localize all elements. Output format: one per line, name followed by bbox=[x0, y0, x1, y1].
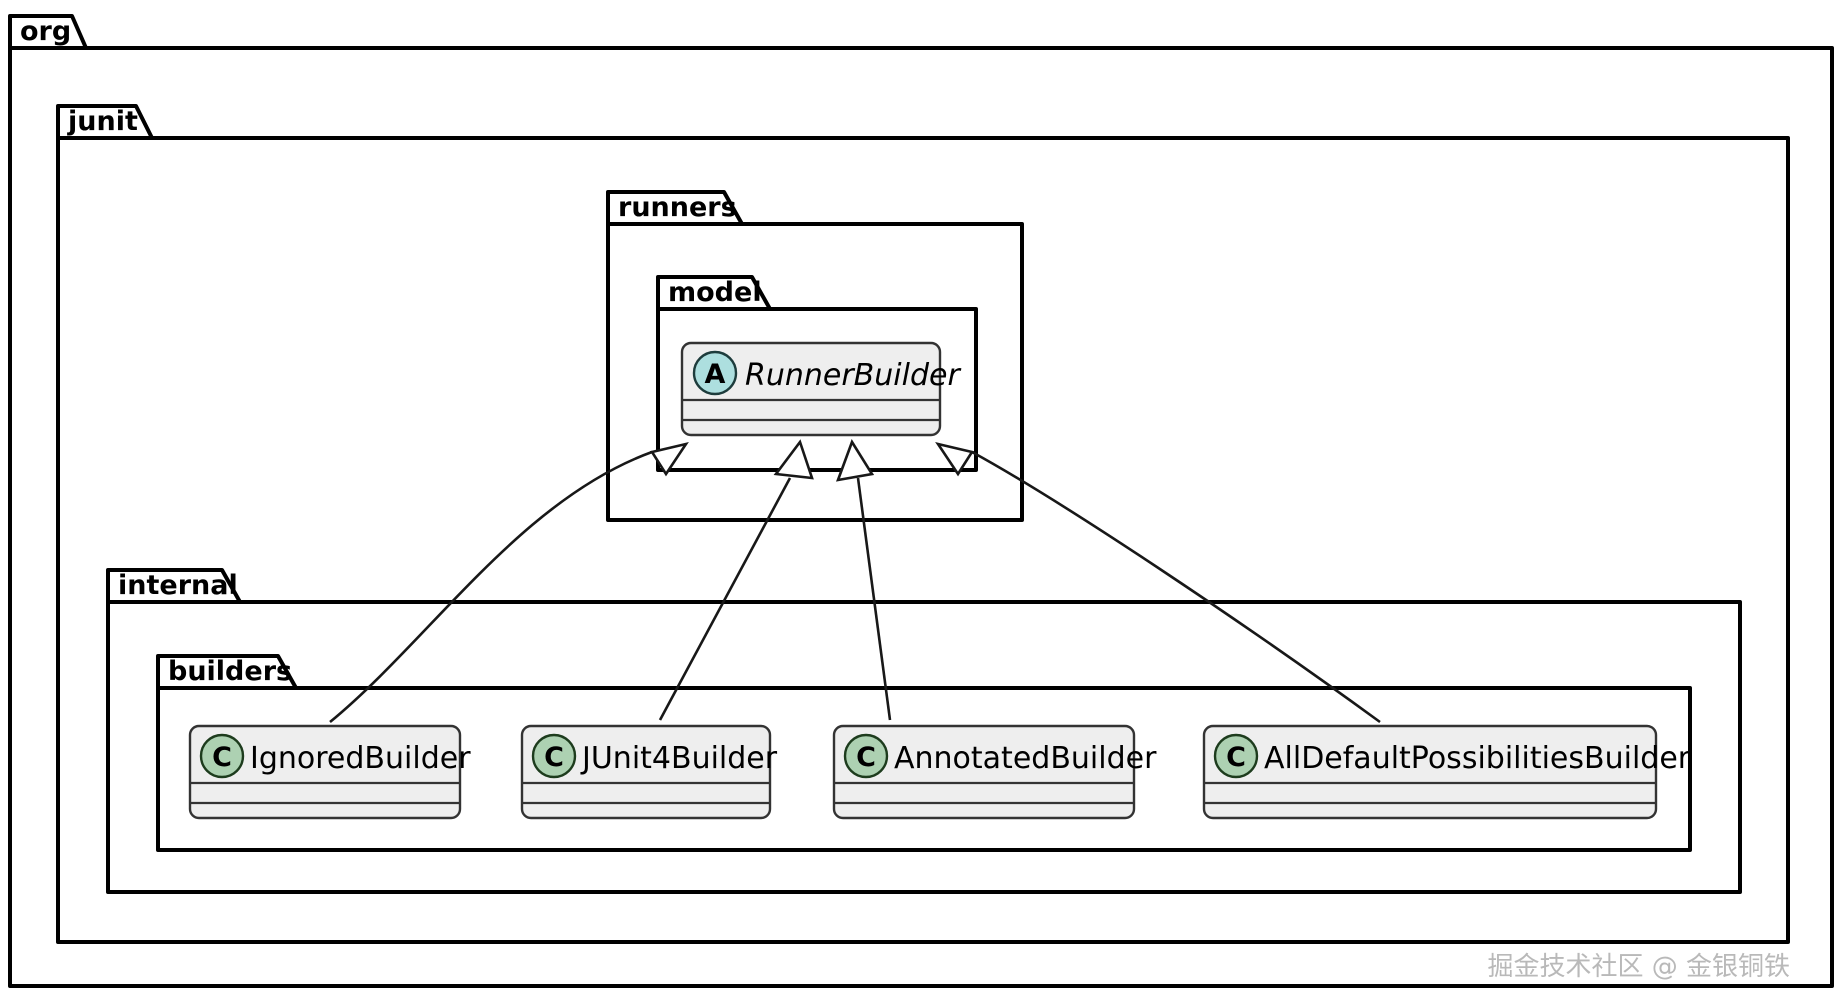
class-runner-builder-name: RunnerBuilder bbox=[745, 358, 961, 393]
class-annotated-builder-box bbox=[832, 724, 1136, 820]
class-badge-letter: C bbox=[856, 742, 876, 773]
class-annotated-builder[interactable]: C AnnotatedBuilder bbox=[832, 724, 1157, 820]
generalization-junit4-builder-line bbox=[658, 477, 792, 721]
watermark-label: 掘金技术社区 @ 金银铜铁 bbox=[1487, 952, 1790, 982]
abstract-class-badge-letter: A bbox=[705, 359, 726, 390]
generalization-all-default-builder-line bbox=[971, 450, 1381, 724]
package-model-label: model bbox=[668, 277, 762, 308]
package-junit-label: junit bbox=[67, 106, 138, 137]
class-ignored-builder-box bbox=[188, 724, 462, 820]
generalization-ignored-builder-line bbox=[329, 450, 653, 724]
package-runners-label: runners bbox=[618, 192, 737, 223]
generalization-all-default-builder-arrowhead bbox=[935, 441, 975, 477]
class-all-default-possibilities-builder-box bbox=[1202, 724, 1658, 820]
class-badge-letter: C bbox=[1226, 742, 1246, 773]
class-runner-builder[interactable]: A RunnerBuilder bbox=[680, 341, 961, 437]
class-junit4-builder-name: JUnit4Builder bbox=[580, 741, 778, 776]
class-ignored-builder-name: IgnoredBuilder bbox=[250, 741, 471, 776]
class-badge-icon bbox=[199, 733, 245, 779]
package-org-label: org bbox=[20, 16, 71, 47]
package-internal-label: internal bbox=[118, 570, 238, 601]
generalization-junit4-builder-arrowhead bbox=[773, 439, 814, 480]
generalization-annotated-builder-line bbox=[856, 477, 892, 721]
class-badge-letter: C bbox=[212, 742, 232, 773]
class-ignored-builder[interactable]: C IgnoredBuilder bbox=[188, 724, 471, 820]
generalization-ignored-builder-arrowhead bbox=[649, 441, 689, 477]
class-badge-icon bbox=[1213, 733, 1259, 779]
class-junit4-builder[interactable]: C JUnit4Builder bbox=[520, 724, 778, 820]
class-junit4-builder-box bbox=[520, 724, 772, 820]
generalization-annotated-builder-arrowhead bbox=[835, 439, 875, 482]
class-badge-icon bbox=[531, 733, 577, 779]
package-builders-label: builders bbox=[168, 656, 292, 687]
class-runner-builder-box bbox=[680, 341, 942, 437]
class-badge-letter: C bbox=[544, 742, 564, 773]
class-all-default-possibilities-builder-name: AllDefaultPossibilitiesBuilder bbox=[1264, 741, 1691, 776]
class-all-default-possibilities-builder[interactable]: C AllDefaultPossibilitiesBuilder bbox=[1202, 724, 1691, 820]
abstract-class-badge-icon bbox=[692, 350, 738, 396]
class-annotated-builder-name: AnnotatedBuilder bbox=[894, 741, 1157, 776]
relationship-layer bbox=[329, 439, 1381, 724]
class-badge-icon bbox=[843, 733, 889, 779]
